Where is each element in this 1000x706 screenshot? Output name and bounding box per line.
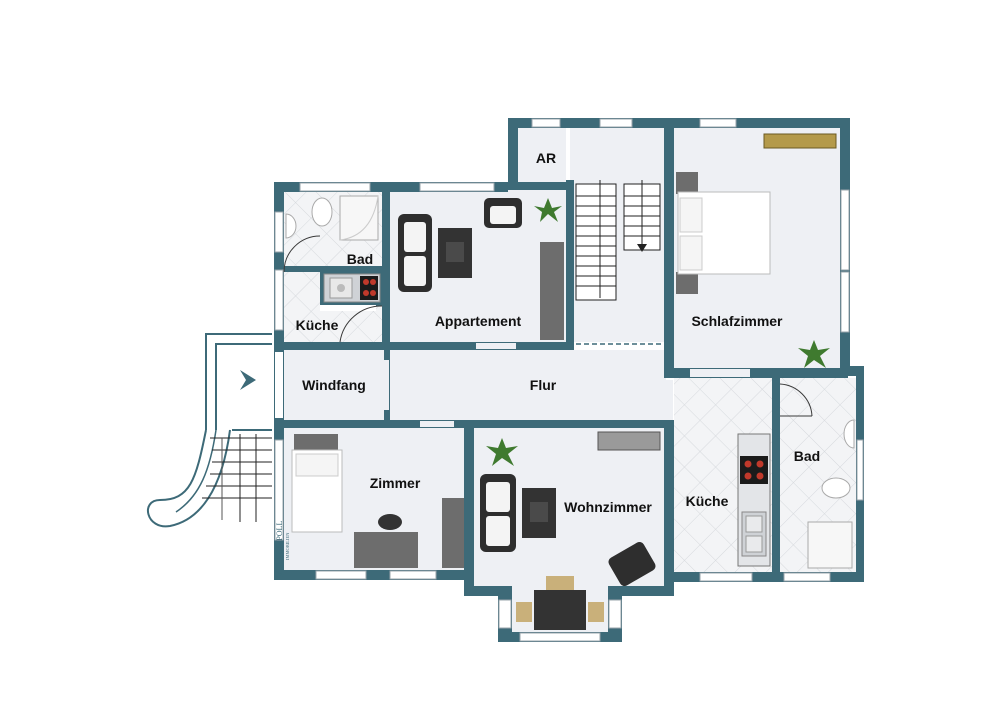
windows (274, 118, 864, 642)
window (531, 118, 561, 128)
desk (354, 532, 418, 568)
window (699, 572, 753, 582)
nightstand (676, 272, 698, 294)
windfang-floor (284, 350, 384, 420)
interior-stairs (575, 180, 661, 301)
sink-icon (843, 419, 855, 449)
plant-icon (486, 438, 518, 466)
wardrobe (540, 242, 564, 340)
chair-icon (378, 514, 402, 530)
credit-label: McGrundriss (858, 536, 865, 576)
dining-table (534, 590, 586, 630)
shower-icon (807, 521, 853, 569)
stove-icon (360, 276, 378, 300)
armchair (608, 541, 656, 587)
plant-icon (534, 198, 562, 222)
logo-name: VON POLL (275, 521, 284, 560)
von-poll-logo: VP VON POLL IMMOBILIEN (272, 521, 290, 580)
window (856, 439, 864, 501)
dining-chair (546, 576, 574, 590)
window (274, 269, 284, 331)
shelf (442, 498, 464, 568)
doors (275, 235, 813, 427)
room-label-zimmer: Zimmer (370, 475, 421, 491)
sink-icon (285, 213, 297, 239)
dining-chair (516, 602, 532, 622)
toilet-icon (311, 197, 333, 227)
door-swing (283, 235, 321, 273)
window (274, 211, 284, 253)
window (498, 599, 512, 629)
nightstand (294, 434, 338, 450)
tv-board (597, 431, 661, 451)
window (699, 118, 737, 128)
door-swing (339, 305, 383, 343)
room-label-wohnzimmer: Wohnzimmer (564, 499, 652, 515)
room-label-bad-small: Bad (347, 251, 373, 267)
flur-floor (390, 350, 666, 420)
stove-icon (740, 456, 768, 484)
dining-chair (588, 602, 604, 622)
room-labels: Bad Küche Appartement AR Schlafzimmer Wi… (296, 150, 821, 515)
entrance-stairs (147, 333, 272, 528)
room-label-flur: Flur (530, 377, 557, 393)
furniture (285, 133, 855, 630)
room-label-ar: AR (536, 150, 556, 166)
room-label-bad-large: Bad (794, 448, 820, 464)
room-label-windfang: Windfang (302, 377, 366, 393)
plant-icon (798, 340, 830, 368)
window (315, 570, 367, 580)
stair-arrow-icon (637, 244, 647, 252)
window (783, 572, 831, 582)
window (840, 271, 850, 333)
ar-floor (518, 128, 566, 184)
room-label-kueche-large: Küche (686, 493, 729, 509)
window (389, 570, 437, 580)
window (840, 189, 850, 271)
nightstand (676, 172, 698, 194)
window (419, 182, 495, 192)
entrance-arrow-icon (240, 370, 256, 390)
window (299, 182, 371, 192)
logo-sub: IMMOBILIEN (285, 532, 290, 560)
radiator (763, 133, 837, 149)
toilet-icon (821, 477, 851, 499)
window (608, 599, 622, 629)
window (274, 439, 284, 541)
window (519, 632, 601, 642)
door-swing (779, 383, 813, 417)
room-label-schlafzimmer: Schlafzimmer (691, 313, 783, 329)
window (599, 118, 633, 128)
room-label-kueche-small: Küche (296, 317, 339, 333)
room-label-appartement: Appartement (435, 313, 522, 329)
logo-letters: VP (272, 563, 287, 580)
